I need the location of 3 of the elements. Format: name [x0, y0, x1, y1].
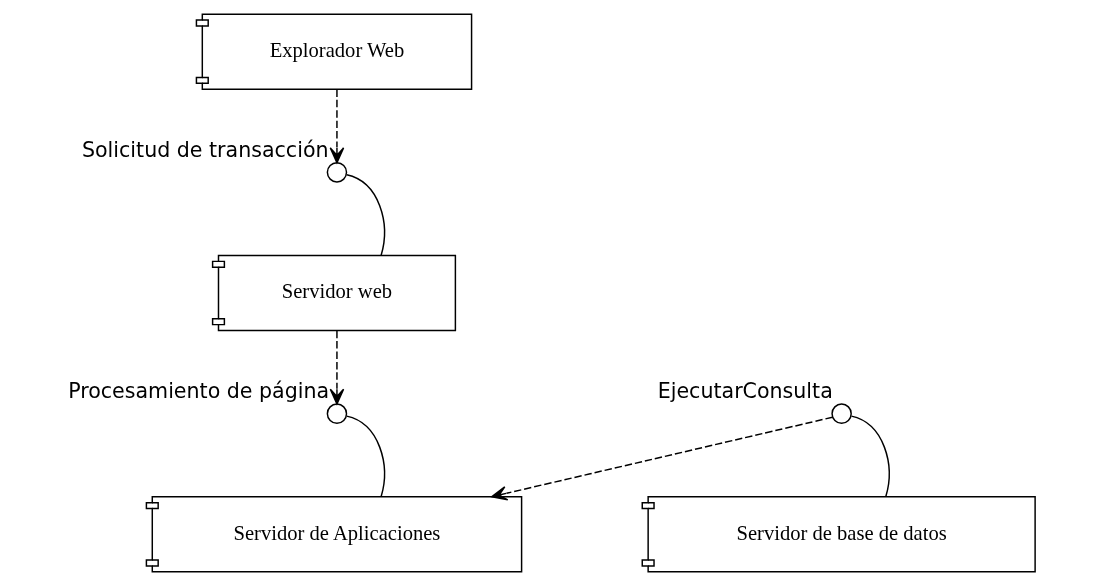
node-label: Solicitud de transacción — [81, 138, 329, 163]
node-label: EjecutarConsulta — [657, 379, 833, 404]
node-label: Procesamiento de página — [67, 379, 329, 404]
